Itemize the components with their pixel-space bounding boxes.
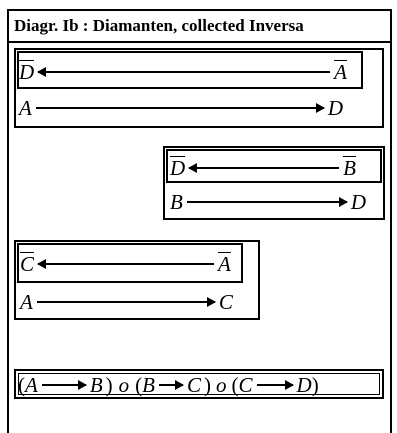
comp-a: A [25,372,38,397]
right-arrow-icon [35,103,325,113]
diagram-3-bottom-right: C [218,289,233,314]
left-arrow-icon [37,67,331,77]
left-arrow-icon [37,259,215,269]
diagram-3-bottom-row: A C [20,289,233,315]
diagram-1-bottom-left: A [19,95,32,120]
paren-open: ( [231,372,239,397]
diagram-2-box [163,146,385,220]
comp-b1: B [89,372,103,397]
composition-box [14,369,384,399]
right-arrow-icon [36,297,216,307]
page-title: Diagr. Ib : Diamanten, collected Inversa [14,16,304,35]
diagram-2-bottom-right: D [350,189,366,214]
diagram-2-top-right: B [343,155,356,180]
comp-c2: C [238,372,253,397]
composition-row: ( A B ) o ( B C ) o ( C D ) [18,372,319,397]
diagram-2-top-box [166,149,382,183]
diagram-1-box [14,48,384,128]
diagram-1-top-box [17,51,363,89]
diagram-2-top-row: D B [170,155,356,181]
diagram-1-top-row: D A [19,59,347,85]
diagram-3-bottom-left: A [20,289,33,314]
right-arrow-icon [256,380,294,390]
diagram-3-box [14,240,260,320]
comp-o1: o [118,372,130,397]
diagram-3-top-left: C [20,251,35,276]
diagram-1-top-right: A [334,59,347,84]
diagram-2-bottom-row: B D [170,189,366,215]
paren-open: ( [18,372,25,397]
comp-d: D [296,372,312,397]
diagram-2-bottom-left: B [170,189,183,214]
diagram-2-top-left: D [170,155,186,180]
comp-b2: B [142,372,155,397]
right-arrow-icon [186,197,348,207]
paren-close: ) [311,372,319,397]
title-bar [7,9,392,43]
composition-inner-box [18,373,380,395]
paren-close: ) [204,372,211,397]
left-arrow-icon [188,163,340,173]
right-arrow-icon [41,380,87,390]
paren-close: ) [105,372,113,397]
diagram-1-bottom-row: A D [19,95,343,121]
diagram-1-top-left: D [19,59,35,84]
diagram-3-top-box [17,243,243,283]
paren-open: ( [135,372,143,397]
right-arrow-icon [158,380,184,390]
diagram-3-top-right: A [218,251,231,276]
diagram-3-top-row: C A [20,251,231,277]
comp-o2: o [216,372,227,397]
diagram-1-bottom-right: D [327,95,343,120]
comp-c1: C [186,372,201,397]
